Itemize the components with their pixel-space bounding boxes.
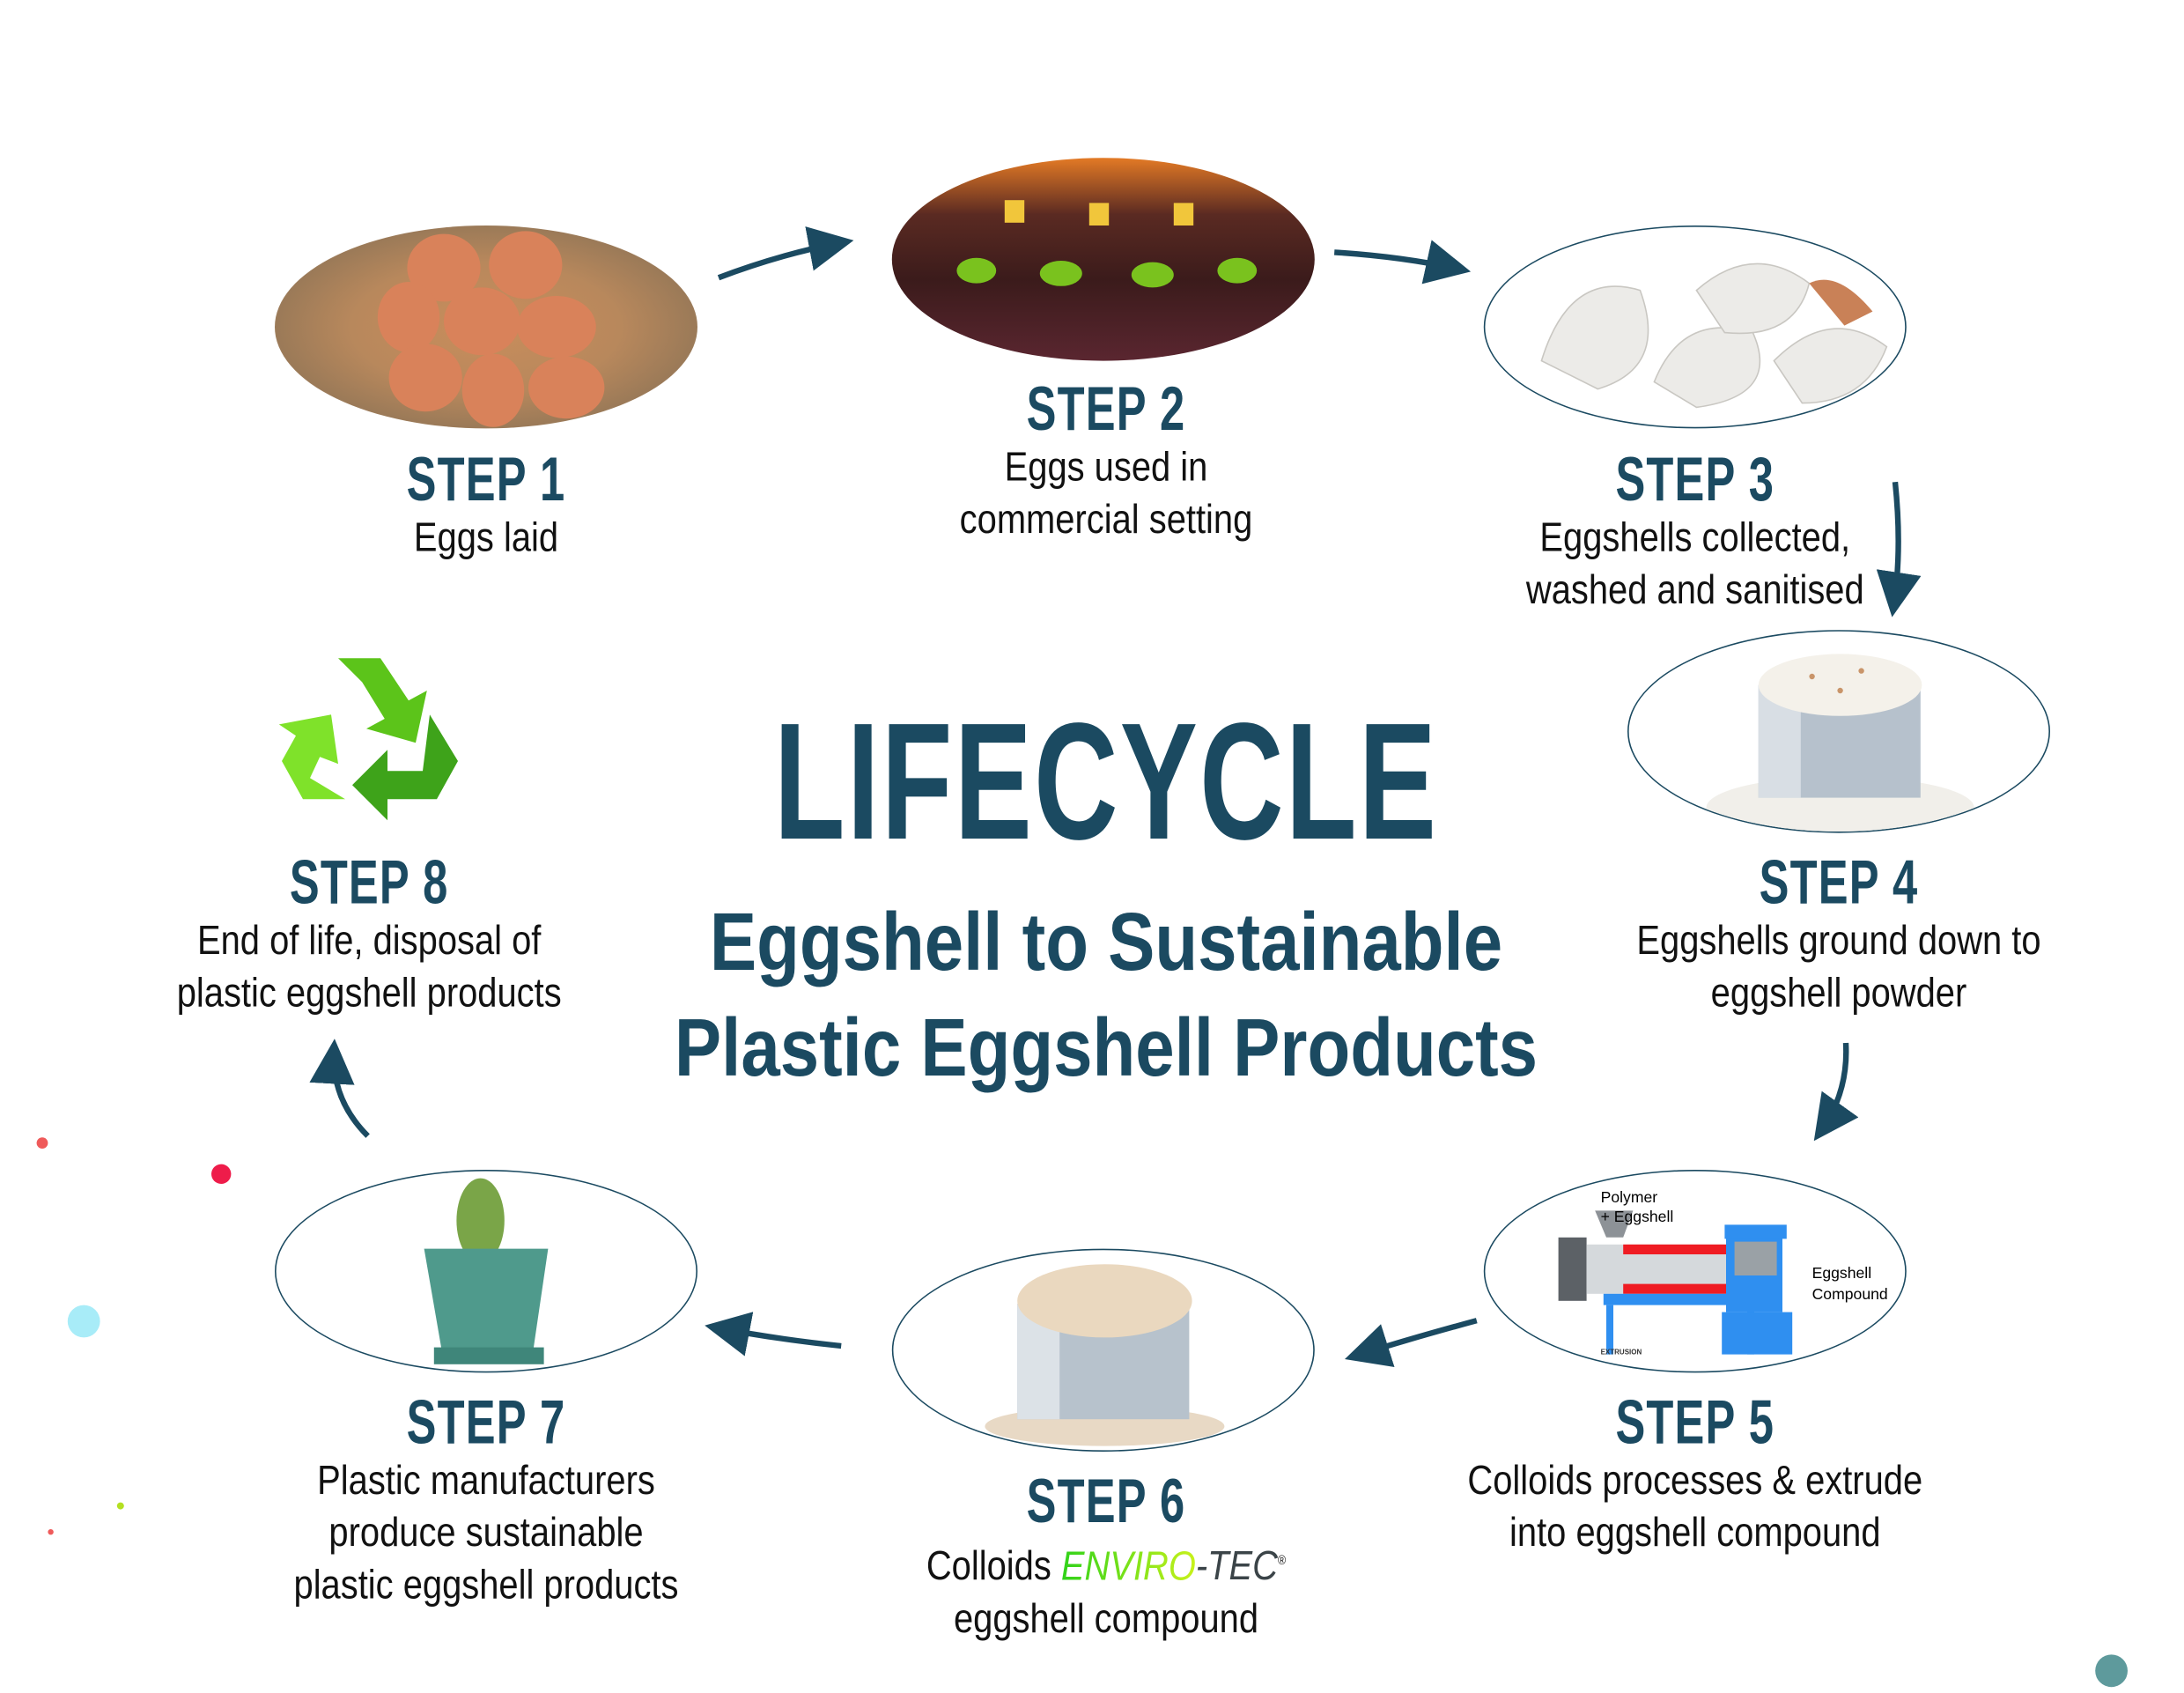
step-heading: STEP 4 (1759, 848, 1919, 918)
arrow-icon (717, 226, 854, 281)
company-name: Colloids (926, 1544, 1051, 1590)
eggshells-image (1483, 225, 1907, 429)
decorative-dot (2095, 1654, 2128, 1688)
cactus-pot-image (275, 1170, 697, 1373)
step-description: Eggs laid (413, 515, 559, 561)
decorative-dot (116, 1502, 124, 1510)
step-heading: STEP 3 (1615, 445, 1775, 514)
recycle-icon (278, 658, 458, 821)
output-label: Eggshell (1811, 1265, 1872, 1283)
input-label: + Eggshell (1600, 1209, 1674, 1226)
step-description: eggshell compound (953, 1596, 1259, 1642)
step-description: eggshell powder (1710, 971, 1967, 1017)
step-heading: STEP 5 (1615, 1388, 1775, 1458)
step-description: washed and sanitised (1525, 567, 1864, 613)
step-description: Plastic manufacturers (317, 1459, 655, 1504)
arrow-icon (1813, 1042, 1859, 1142)
enviro-tec-logo-suffix: -TEC (1195, 1544, 1279, 1590)
step-heading: STEP 2 (1026, 374, 1186, 444)
step-description: plastic eggshell products (176, 971, 562, 1017)
extrusion-diagram: Polymer + Eggshell Eggshell Compound EXT… (1483, 1170, 1907, 1373)
step-description: into eggshell compound (1509, 1511, 1881, 1556)
arrow-icon (1334, 240, 1472, 285)
arrow-icon (309, 1039, 370, 1138)
step-description: Colloids ENVIRO-TEC® (864, 1534, 1348, 1593)
step-heading: STEP 1 (406, 445, 566, 514)
step-description: produce sustainable (328, 1511, 644, 1556)
decorative-dot (36, 1137, 48, 1149)
arrow-icon (1344, 1318, 1478, 1368)
registered-mark: ® (1278, 1553, 1287, 1568)
step-description: End of life, disposal of (196, 919, 542, 965)
enviro-tec-logo: ENVIRO (1060, 1544, 1196, 1590)
step-heading: STEP 6 (1026, 1467, 1186, 1536)
desserts-image (891, 158, 1315, 361)
eggshell-powder-image (1627, 630, 2050, 833)
eggs-in-nest-image (275, 225, 697, 429)
step-description: Eggshells ground down to (1636, 919, 2041, 965)
decorative-dot (48, 1529, 54, 1535)
step-description: Eggshells collected, (1539, 515, 1851, 561)
arrow-icon (1876, 481, 1922, 617)
caption: EXTRUSION (1600, 1349, 1642, 1357)
diagram-subtitle: Plastic Eggshell Products (674, 1002, 1538, 1094)
step-6: STEP 6 Colloids ENVIRO-TEC® eggshell com… (824, 1467, 1388, 1645)
step-description: Colloids processes & extrude (1467, 1459, 1923, 1504)
output-label: Compound (1811, 1286, 1888, 1304)
diagram-title: LIFECYCLE (773, 689, 1439, 876)
decorative-dot (211, 1164, 232, 1184)
diagram-subtitle: Eggshell to Sustainable (709, 896, 1503, 988)
step-heading: STEP 7 (406, 1388, 566, 1458)
step-description: Eggs used in (1004, 445, 1208, 491)
step-description: commercial setting (959, 497, 1253, 543)
step-description: plastic eggshell products (293, 1563, 679, 1608)
arrow-icon (705, 1312, 842, 1357)
decorative-dot (67, 1305, 100, 1338)
input-label: Polymer (1600, 1189, 1658, 1207)
step-heading: STEP 8 (289, 848, 449, 918)
compound-pellets-image (891, 1248, 1315, 1452)
